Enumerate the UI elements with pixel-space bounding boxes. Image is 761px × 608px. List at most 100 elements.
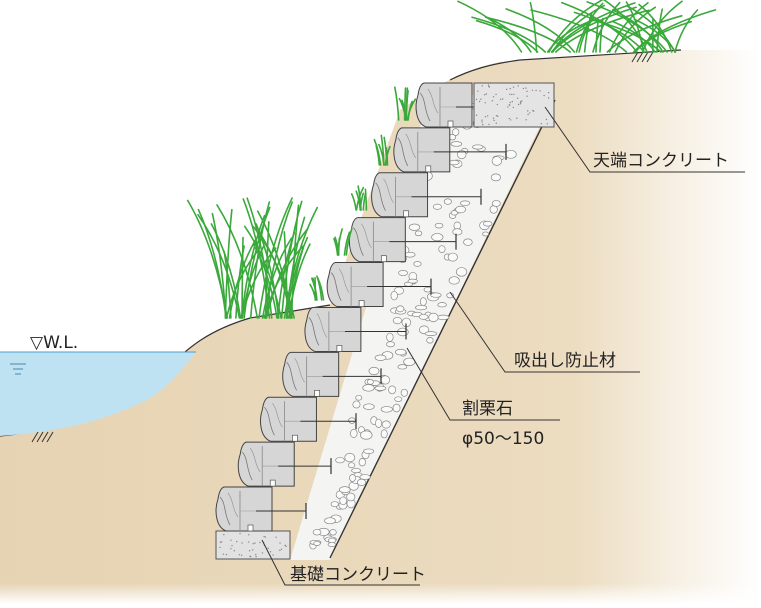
stone bbox=[409, 224, 420, 230]
concrete-dot bbox=[220, 542, 221, 543]
block-notch bbox=[381, 256, 386, 262]
stone bbox=[351, 468, 360, 472]
stone bbox=[345, 453, 355, 462]
stone bbox=[444, 199, 451, 205]
crushed-stone-label: 割栗石 bbox=[462, 399, 513, 419]
concrete-dot bbox=[506, 89, 507, 90]
concrete-dot bbox=[532, 90, 533, 91]
concrete-dot bbox=[548, 92, 549, 93]
concrete-dot bbox=[492, 100, 493, 101]
stone bbox=[349, 418, 356, 424]
concrete-dot bbox=[539, 90, 540, 91]
stone bbox=[419, 314, 428, 319]
concrete-dot bbox=[488, 84, 489, 85]
stone bbox=[453, 229, 462, 235]
block-notch bbox=[337, 345, 342, 351]
crushed-stone-size-label: φ50〜150 bbox=[462, 429, 544, 449]
concrete-dot bbox=[516, 118, 517, 119]
concrete-dot bbox=[254, 542, 255, 543]
concrete-dot bbox=[493, 96, 494, 97]
concrete-dot bbox=[518, 104, 519, 105]
block-notch bbox=[448, 121, 453, 127]
concrete-dot bbox=[279, 542, 280, 543]
concrete-dot bbox=[496, 123, 497, 124]
concrete-dot bbox=[267, 548, 268, 549]
concrete-dot bbox=[510, 102, 511, 103]
stone bbox=[425, 332, 437, 336]
stone bbox=[414, 262, 421, 267]
block-body bbox=[327, 263, 383, 307]
stone bbox=[456, 268, 467, 277]
block-notch bbox=[292, 435, 297, 441]
stone bbox=[375, 386, 386, 390]
concrete-dot bbox=[510, 88, 511, 89]
stone bbox=[347, 493, 355, 501]
stone bbox=[408, 279, 418, 283]
concrete-dot bbox=[526, 91, 527, 92]
concrete-dot bbox=[252, 549, 253, 550]
concrete-dot bbox=[248, 534, 249, 535]
stone bbox=[364, 449, 374, 454]
block-body bbox=[416, 83, 472, 127]
concrete-dot bbox=[525, 87, 526, 88]
concrete-dot bbox=[520, 103, 521, 104]
concrete-dot bbox=[517, 98, 518, 99]
stone bbox=[448, 253, 457, 261]
concrete-dot bbox=[241, 542, 242, 543]
stone bbox=[431, 293, 442, 297]
stone bbox=[427, 337, 434, 343]
stone bbox=[438, 302, 447, 306]
stone bbox=[356, 395, 362, 400]
concrete-dot bbox=[513, 107, 514, 108]
concrete-dot bbox=[512, 101, 513, 102]
stone bbox=[452, 129, 459, 136]
stone bbox=[451, 142, 462, 147]
stone bbox=[359, 458, 366, 466]
grass-blade bbox=[292, 205, 299, 318]
soil-fade bbox=[0, 500, 761, 604]
stone bbox=[387, 342, 395, 347]
stone bbox=[360, 431, 372, 439]
stone bbox=[375, 355, 386, 360]
concrete-dot bbox=[230, 548, 231, 549]
block-notch bbox=[404, 211, 409, 217]
concrete-dot bbox=[510, 119, 511, 120]
concrete-dot bbox=[476, 115, 477, 116]
stone bbox=[340, 497, 347, 505]
stone bbox=[405, 252, 415, 257]
stone bbox=[393, 404, 400, 412]
stone bbox=[483, 232, 489, 236]
stone bbox=[432, 233, 443, 240]
concrete-dot bbox=[231, 545, 232, 546]
concrete-dot bbox=[513, 86, 514, 87]
stone bbox=[420, 298, 426, 306]
stone bbox=[505, 150, 516, 158]
block-body bbox=[261, 397, 317, 441]
concrete-dot bbox=[234, 550, 235, 551]
concrete-dot bbox=[509, 94, 510, 95]
concrete-dot bbox=[226, 554, 227, 555]
stone bbox=[399, 270, 408, 275]
concrete-dot bbox=[488, 124, 489, 125]
block-body bbox=[372, 173, 428, 217]
stone bbox=[415, 231, 422, 236]
block-notch bbox=[315, 390, 320, 396]
concrete-dot bbox=[477, 90, 478, 91]
stone bbox=[330, 530, 337, 536]
concrete-dot bbox=[248, 541, 249, 542]
concrete-dot bbox=[532, 110, 533, 111]
stone bbox=[381, 376, 390, 384]
stone bbox=[391, 291, 398, 300]
concrete-dot bbox=[480, 99, 481, 100]
concrete-dot bbox=[272, 554, 273, 555]
concrete-dot bbox=[239, 533, 240, 534]
concrete-dot bbox=[485, 116, 486, 117]
concrete-dot bbox=[517, 85, 518, 86]
stone bbox=[395, 349, 406, 355]
stone bbox=[328, 542, 336, 546]
stone bbox=[314, 541, 321, 545]
concrete-dot bbox=[527, 114, 528, 115]
concrete-dot bbox=[493, 120, 494, 121]
stone bbox=[375, 419, 381, 427]
